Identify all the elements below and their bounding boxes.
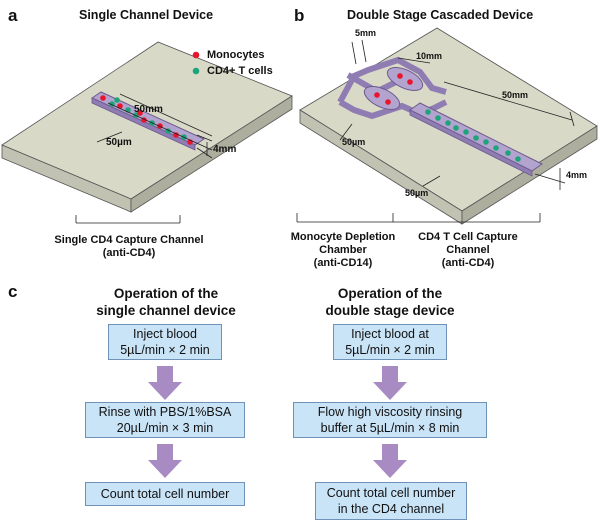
- tcell-cell: [463, 129, 469, 135]
- tcell-cell: [435, 115, 441, 121]
- single-arrow-1: [148, 366, 182, 400]
- single-channel-caption: Single CD4 Capture Channel (anti-CD4): [54, 234, 204, 259]
- monocyte-cell: [100, 95, 106, 101]
- single-operation-title: Operation of the single channel device: [96, 286, 236, 318]
- single-device-bracket: [75, 215, 181, 224]
- tcell-cell: [425, 109, 431, 115]
- panel-b-letter: b: [294, 6, 305, 25]
- tcell-cell: [505, 150, 511, 156]
- panel-b-title: Double Stage Cascaded Device: [347, 8, 534, 22]
- single-step-inject-blood: Inject blood 5µL/min × 2 min: [108, 324, 222, 360]
- double-device-brackets: [296, 213, 541, 223]
- double-operation-title: Operation of the double stage device: [325, 286, 455, 318]
- double-device-dimension-lines: [339, 39, 575, 190]
- single-step-count: Count total cell number: [85, 482, 245, 506]
- dim-10mm-label: 10mm: [416, 51, 443, 61]
- panel-a-title: Single Channel Device: [79, 8, 214, 22]
- tcell-cell: [473, 135, 479, 141]
- single-width-label: 4mm: [213, 144, 237, 155]
- dim-50um-bottom-label: 50µm: [405, 188, 429, 198]
- monocyte-cell: [137, 110, 143, 116]
- dim-4mm-label: 4mm: [566, 170, 588, 180]
- panel-a-letter: a: [8, 6, 18, 25]
- monocyte-cell: [173, 132, 179, 138]
- single-step-rinse: Rinse with PBS/1%BSA 20µL/min × 3 min: [85, 402, 245, 438]
- double-arrow-1: [373, 366, 407, 400]
- tcell-cell: [453, 125, 459, 131]
- monocyte-cell: [407, 79, 413, 85]
- double-step-count: Count total cell number in the CD4 chann…: [315, 482, 467, 520]
- monocyte-legend-label: Monocytes: [207, 49, 265, 61]
- tcell-cell: [515, 156, 521, 162]
- single-height-label: 50µm: [106, 137, 132, 148]
- double-step-inject-blood: Inject blood at 5µL/min × 2 min: [333, 324, 447, 360]
- monocyte-legend-marker: [192, 51, 200, 59]
- depletion-chamber-caption: Monocyte Depletion Chamber (anti-CD14): [290, 231, 396, 269]
- tcell-cell: [483, 139, 489, 145]
- dim-50um-top-label: 50µm: [342, 137, 366, 147]
- tcell-cell: [114, 97, 120, 103]
- panel-c-letter: c: [8, 282, 18, 301]
- monocyte-cell: [374, 92, 380, 98]
- tcell-legend-marker: [192, 67, 200, 75]
- dim-5mm-label: 5mm: [355, 28, 377, 38]
- monocyte-cell: [385, 99, 391, 105]
- monocyte-depletion-chamber: [337, 56, 448, 120]
- tcell-legend-label: CD4+ T cells: [207, 65, 273, 77]
- double-device-cells: [374, 73, 521, 162]
- single-device-dimension-lines: [96, 93, 213, 159]
- double-step-flow-buffer: Flow high viscosity rinsing buffer at 5µ…: [293, 402, 487, 438]
- dim-50mm-label: 50mm: [502, 90, 529, 100]
- tcell-cell: [445, 120, 451, 126]
- monocyte-cell: [397, 73, 403, 79]
- single-length-label: 50mm: [134, 104, 163, 115]
- capture-channel-caption: CD4 T Cell Capture Channel (anti-CD4): [418, 231, 518, 269]
- double-arrow-2: [373, 444, 407, 478]
- single-arrow-2: [148, 444, 182, 478]
- tcell-cell: [493, 145, 499, 151]
